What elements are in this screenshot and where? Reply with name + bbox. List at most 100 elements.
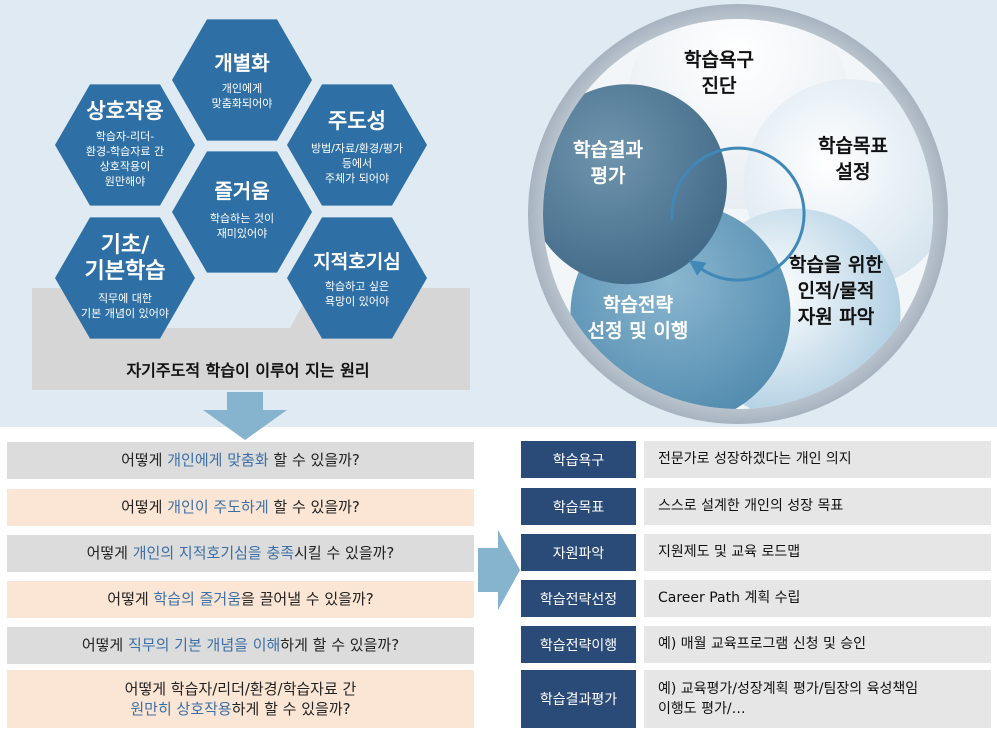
hexagon-subtitle: 재미있어야	[217, 227, 268, 240]
hexagon-title: 기본학습	[85, 259, 166, 284]
hexagon-subtitle: 욕망이 있어야	[325, 295, 389, 308]
cycle-segment-evaluation	[543, 84, 727, 285]
hexagon-subtitle: 학습자-리더-	[96, 130, 155, 143]
hexagon-shape	[287, 217, 427, 339]
question-segment: 어떻게	[86, 544, 133, 563]
question-row: 어떻게 개인에게 맞춤화 할 수 있을까?	[7, 442, 474, 479]
table-description-text: 예) 매월 교육프로그램 신청 및 승인	[658, 634, 866, 654]
down-arrow-icon	[203, 392, 287, 440]
table-description-line: 지원제도 및 교육 로드맵	[658, 544, 801, 561]
hexagon-subtitle: 환경-학습자료 간	[86, 145, 164, 158]
table-description-line: 이행도 평가/…	[658, 701, 746, 717]
cycle-label-resources: 학습을 위한	[789, 254, 884, 276]
hexagon-subtitle: 직무에 대한	[98, 292, 152, 305]
table-description: 전문가로 성장하겠다는 개인 의지	[644, 441, 991, 478]
cycle-arrow-head	[688, 260, 707, 276]
table-description-text: 스스로 설계한 개인의 성장 목표	[658, 496, 843, 516]
question-line: 어떻게 직무의 기본 개념을 이해하게 할 수 있을까?	[82, 635, 399, 655]
cycle-label-needs: 학습욕구	[684, 49, 754, 71]
hexagon-subtitle: 방법/자료/환경/평가	[311, 142, 403, 155]
hexagon-subtitle: 원만해야	[105, 174, 145, 188]
question-segment: 할 수 있을까?	[268, 451, 360, 470]
question-text: 어떻게 개인이 주도하게 할 수 있을까?	[121, 497, 360, 517]
hexagon-title: 주도성	[328, 109, 386, 133]
hexagon-shape	[287, 84, 427, 206]
hexagon-title: 기초/	[101, 233, 150, 258]
question-segment: 시킬 수 있을까?	[294, 544, 395, 563]
table-label: 학습전략이행	[521, 626, 636, 663]
question-line: 어떻게 개인이 주도하게 할 수 있을까?	[121, 497, 360, 517]
cycle-label-needs: 진단	[702, 75, 737, 97]
hexagon-shape	[172, 19, 312, 141]
question-row: 어떻게 개인이 주도하게 할 수 있을까?	[7, 489, 474, 526]
cycle-label-strategy: 학습전략	[603, 294, 673, 316]
hexagon-shape	[172, 151, 312, 273]
hexagon-subtitle: 기본 개념이 있어야	[81, 307, 169, 320]
question-row: 어떻게 개인의 지적호기심을 충족시킬 수 있을까?	[7, 535, 474, 572]
table-description: 예) 매월 교육프로그램 신청 및 승인	[644, 626, 991, 663]
table-description-line: 스스로 설계한 개인의 성장 목표	[658, 498, 844, 515]
hexagon-shape	[55, 217, 195, 339]
hexagon-subtitle: 등에서	[342, 157, 372, 170]
question-segment: 을 끌어낼 수 있을까?	[241, 590, 374, 609]
table-description-line: 전문가로 성장하겠다는 개인 의지	[658, 451, 852, 468]
question-line: 어떻게 학습의 즐거움을 끌어낼 수 있을까?	[107, 589, 373, 609]
question-text: 어떻게 학습의 즐거움을 끌어낼 수 있을까?	[107, 589, 373, 609]
question-row: 어떻게 학습의 즐거움을 끌어낼 수 있을까?	[7, 581, 474, 618]
question-highlight: 직무의 기본 개념을 이해	[127, 636, 281, 655]
table-description-text: Career Path 계획 수립	[658, 588, 800, 608]
question-highlight: 학습의 즐거움	[153, 590, 242, 609]
hexagon-subtitle: 개인에게	[222, 82, 262, 95]
question-segment: 하게 할 수 있을까?	[280, 636, 400, 655]
hexagon-subtitle: 맞춤화되어야	[212, 97, 273, 110]
table-description-text: 전문가로 성장하겠다는 개인 의지	[658, 449, 852, 469]
question-text: 어떻게 개인에게 맞춤화 할 수 있을까?	[121, 450, 360, 470]
table-description-line: Career Path 계획 수립	[658, 590, 801, 607]
table-label: 학습결과평가	[521, 670, 636, 728]
question-highlight: 개인에게 맞춤화	[167, 451, 269, 470]
table-description: 스스로 설계한 개인의 성장 목표	[644, 488, 991, 525]
hexagon-subtitle: 학습하는 것이	[210, 211, 274, 225]
cycle-label-resources: 인적/물적	[798, 280, 875, 302]
hexagon-title: 상호작용	[86, 99, 163, 123]
cycle-label-evaluation: 학습결과	[573, 139, 643, 161]
question-line: 어떻게 개인의 지적호기심을 충족시킬 수 있을까?	[87, 543, 395, 563]
question-segment: 어떻게	[81, 636, 128, 655]
table-description-text: 지원제도 및 교육 로드맵	[658, 542, 800, 562]
question-segment: 할 수 있을까?	[268, 498, 360, 517]
question-line: 어떻게 개인에게 맞춤화 할 수 있을까?	[121, 450, 360, 470]
question-highlight: 원만히 상호작용	[130, 700, 232, 718]
question-row: 어떻게 직무의 기본 개념을 이해하게 할 수 있을까?	[7, 627, 474, 664]
hexagon-subtitle: 주체가 되어야	[325, 172, 389, 185]
question-segment: 어떻게 학습자/리더/환경/학습자료 간	[124, 679, 357, 698]
question-text: 어떻게 개인의 지적호기심을 충족시킬 수 있을까?	[87, 543, 395, 563]
right-arrow-icon	[478, 530, 520, 610]
question-line: 어떻게 학습자/리더/환경/학습자료 간	[125, 679, 357, 699]
hexagon-title: 지적호기심	[313, 251, 400, 273]
question-segment: 어떻게	[121, 451, 168, 470]
table-description: Career Path 계획 수립	[644, 580, 991, 617]
table-label: 자원파악	[521, 534, 636, 571]
hexagon-subtitle: 학습하고 싶은	[325, 279, 389, 293]
table-label: 학습목표	[521, 488, 636, 525]
hexagon-shape	[55, 84, 195, 206]
table-description-line: 예) 매월 교육프로그램 신청 및 승인	[658, 636, 867, 653]
cycle-label-resources: 자원 파악	[798, 306, 875, 328]
question-segment: 하게 할 수 있을까?	[231, 700, 351, 718]
question-segment: 어떻게	[121, 498, 168, 517]
cycle-arrow	[670, 146, 806, 282]
question-segment: 어떻게	[107, 590, 154, 609]
hexagon-subtitle: 상호작용이	[100, 160, 151, 173]
